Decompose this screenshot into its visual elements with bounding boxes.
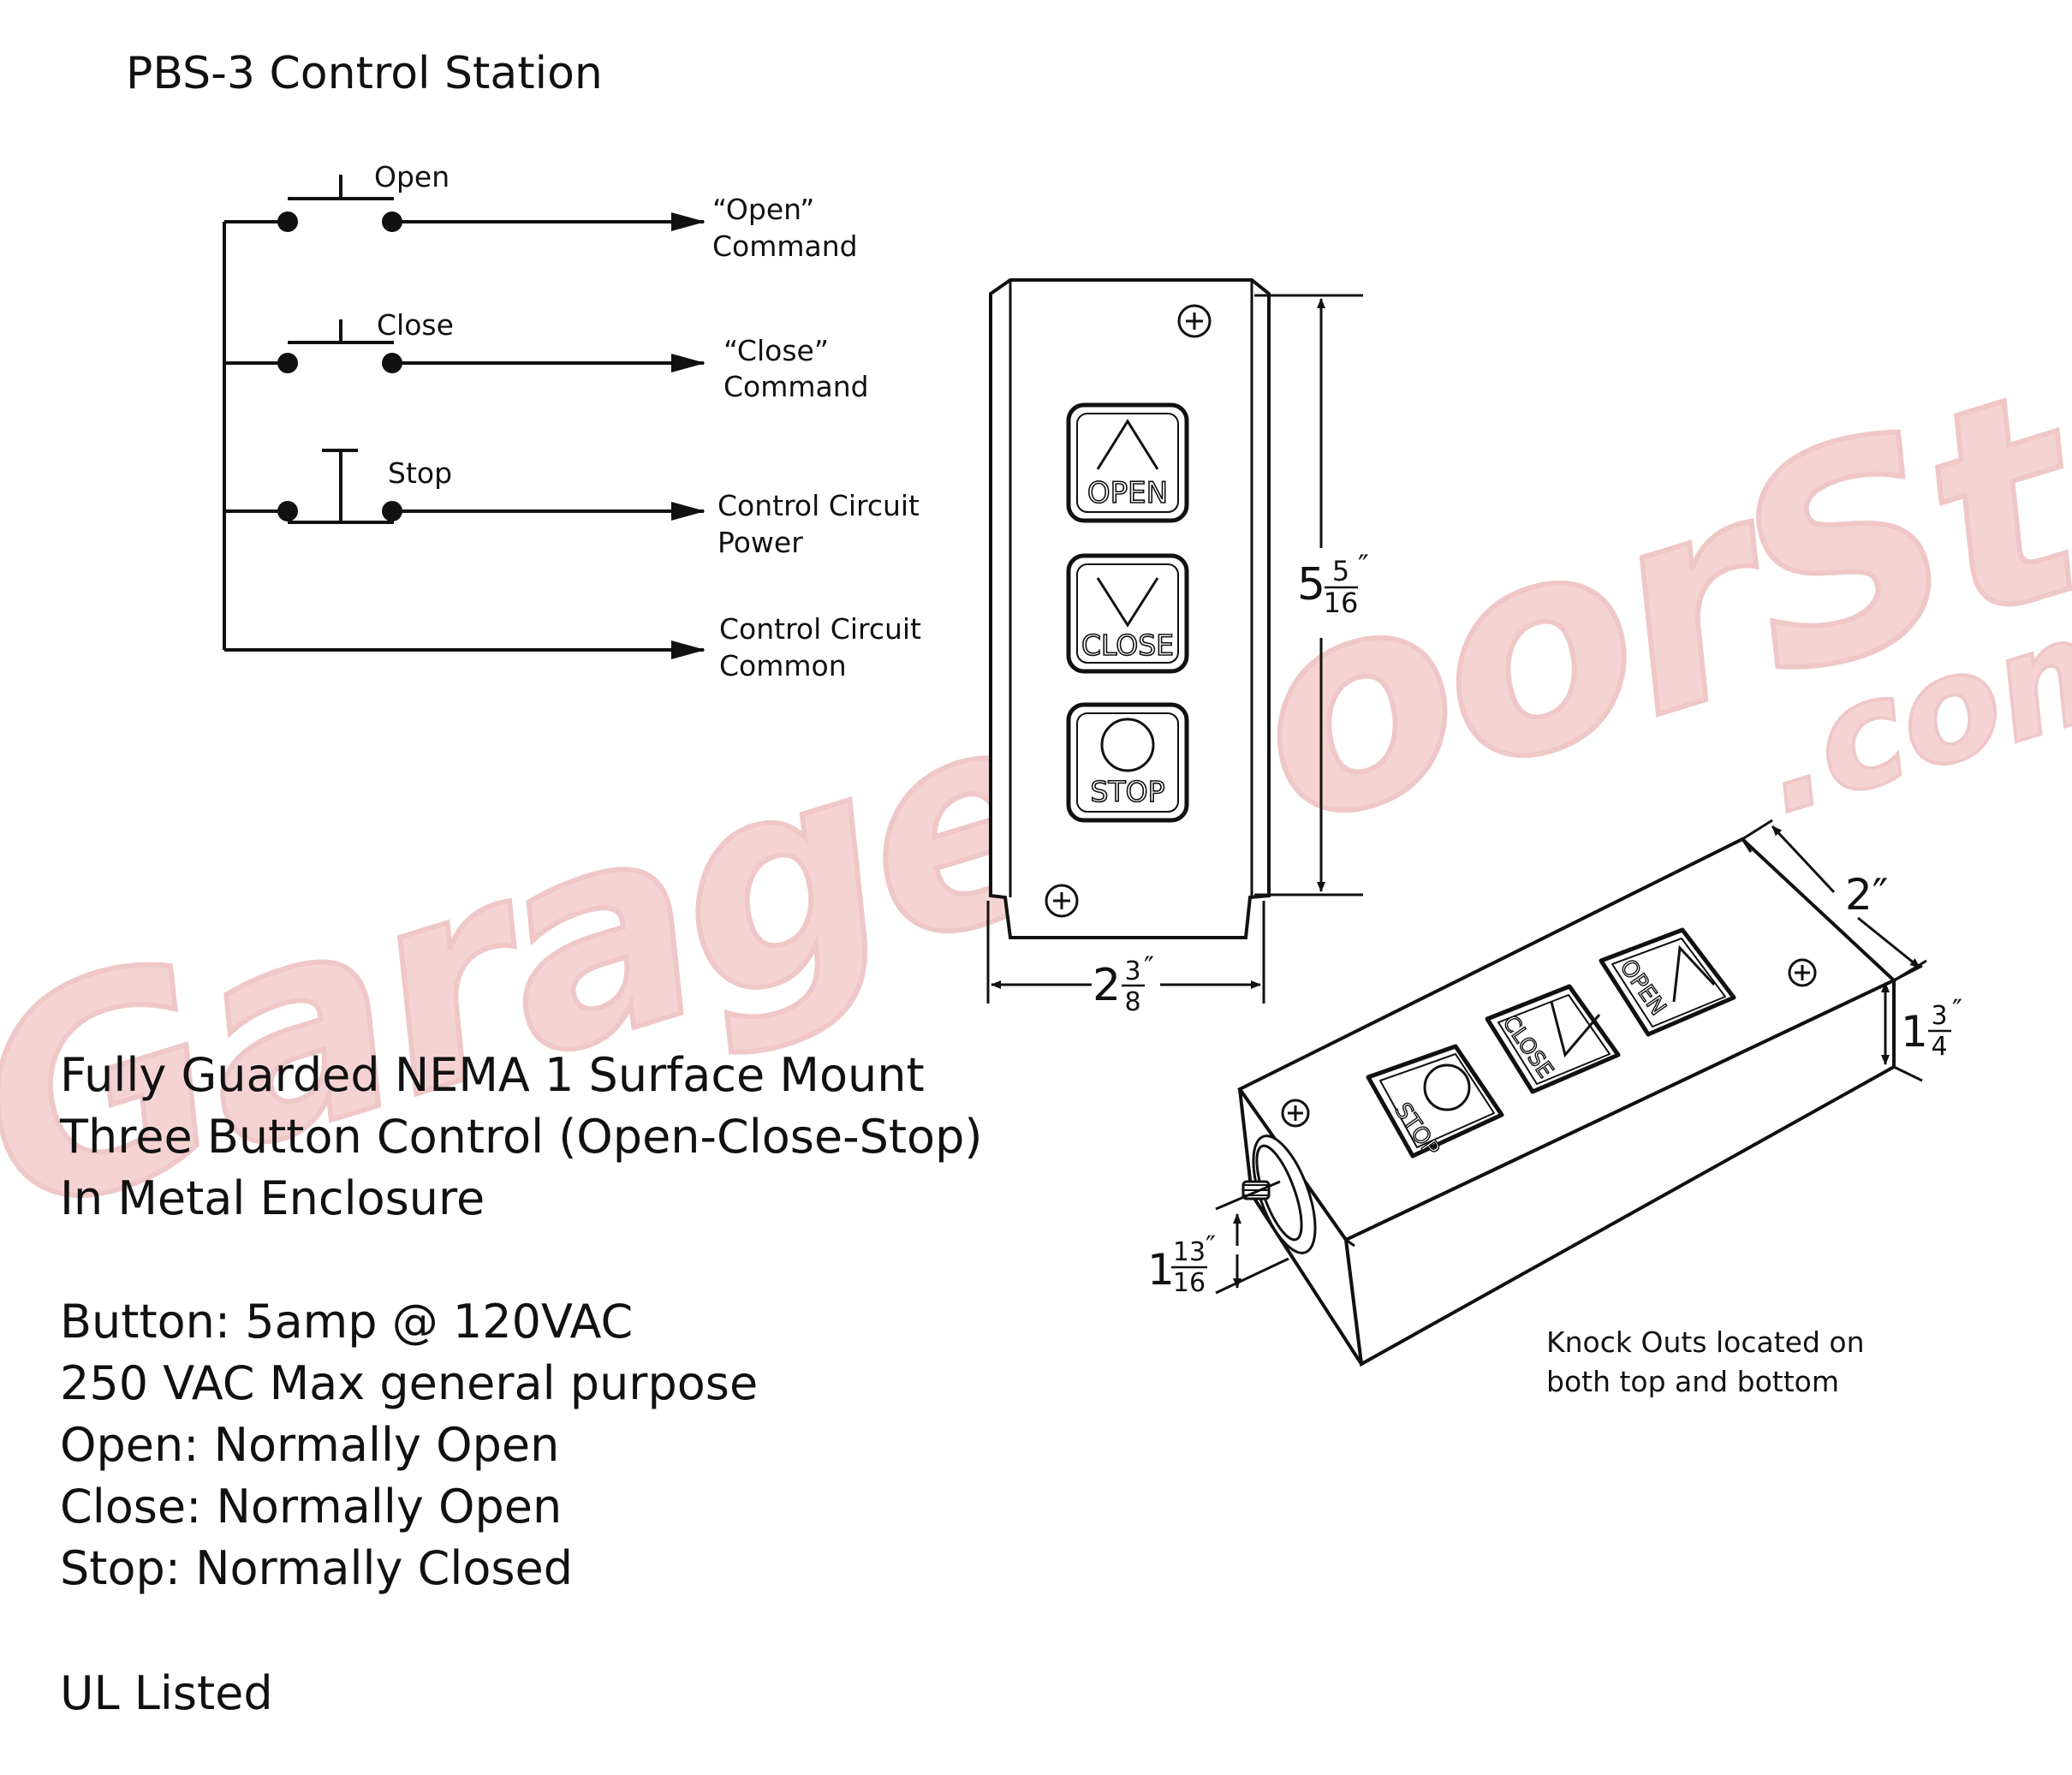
knockout-note-line2: both top and bottom: [1546, 1365, 1839, 1398]
spec-rating-line1: Button: 5amp @ 120VAC: [60, 1295, 634, 1349]
side-height-numerator: 3: [1931, 1001, 1947, 1031]
stop-switch-bar: [288, 449, 394, 524]
knockout-numerator: 13: [1173, 1237, 1206, 1267]
side-height-unit: ″: [1952, 993, 1962, 1026]
open-switch-label: Open: [374, 160, 450, 194]
front-close-button-label: CLOSE: [1081, 628, 1174, 662]
knockout-whole: 1: [1147, 1245, 1175, 1295]
height-dimension: [1254, 294, 1363, 896]
close-contact-left: [277, 353, 298, 373]
spec-rating-line2: 250 VAC Max general purpose: [60, 1356, 759, 1410]
front-screw-top: [1177, 304, 1212, 338]
height-whole: 5: [1297, 559, 1325, 611]
side-height-dimension: [1881, 964, 1923, 1082]
stop-circle-icon: [1100, 718, 1155, 772]
width-whole: 2: [1093, 960, 1121, 1011]
down-arrow-icon: [1096, 577, 1159, 628]
page-title: PBS-3 Control Station: [126, 48, 603, 99]
iso-edge-detail: [1345, 838, 1753, 1248]
front-view: OPEN CLOSE STOP 5 5 16 ″: [986, 278, 1369, 1017]
knockout-dimension: [1215, 1180, 1289, 1295]
spec-desc-line3: In Metal Enclosure: [60, 1171, 485, 1225]
stop-output-line1: Control Circuit: [717, 489, 920, 522]
side-height-dimension-label: 1 3 4 ″: [1901, 993, 1962, 1062]
height-unit: ″: [1358, 549, 1369, 583]
iso-screw-right: [1788, 958, 1817, 987]
width-dimension-label: 2 3 8 ″: [1093, 950, 1154, 1017]
spec-open-contact: Open: Normally Open: [60, 1418, 560, 1472]
iso-down-arrow-icon: [1550, 1001, 1601, 1058]
height-dimension-label: 5 5 16 ″: [1297, 549, 1369, 619]
common-output-line1: Control Circuit: [719, 612, 921, 646]
knockout-note: Knock Outs located on both top and botto…: [1546, 1323, 1865, 1402]
front-screw-bottom: [1045, 884, 1079, 918]
spec-description: Fully Guarded NEMA 1 Surface Mount Three…: [60, 1045, 982, 1230]
iso-screw-left: [1281, 1099, 1310, 1128]
knockout-denominator: 16: [1173, 1268, 1206, 1298]
height-numerator: 5: [1332, 555, 1349, 587]
spec-stop-contact: Stop: Normally Closed: [60, 1541, 574, 1595]
close-output-line1: “Close”: [723, 334, 829, 367]
front-open-button-label: OPEN: [1087, 476, 1168, 510]
front-open-button: OPEN: [1066, 402, 1189, 523]
open-contact-right: [382, 211, 402, 232]
stop-switch-label: Stop: [388, 456, 452, 490]
iso-stop-circle-icon: [1423, 1063, 1471, 1111]
spec-desc-line2: Three Button Control (Open-Close-Stop): [60, 1110, 983, 1164]
close-switch-bar: [288, 319, 394, 344]
side-height-denominator: 4: [1931, 1032, 1947, 1062]
spec-close-contact: Close: Normally Open: [60, 1480, 563, 1534]
iso-stop-button: STOP: [1366, 1044, 1504, 1162]
switch-contacts: [277, 211, 402, 521]
knockout-detail: [1241, 1135, 1317, 1254]
knockout-unit: ″: [1206, 1230, 1216, 1262]
stop-contact-right: [382, 501, 402, 521]
close-switch-label: Close: [377, 308, 454, 342]
front-enclosure-edge: [1009, 280, 1253, 897]
schematic: [223, 175, 706, 659]
isometric-view: STOP CLOSE OPEN 2″ 1: [1147, 819, 1962, 1367]
side-height-whole: 1: [1901, 1007, 1928, 1057]
width-dimension: [986, 901, 1265, 1004]
spec-ratings: Button: 5amp @ 120VAC 250 VAC Max genera…: [60, 1291, 758, 1599]
width-numerator: 3: [1124, 956, 1140, 986]
knockout-dimension-label: 1 13 16 ″: [1147, 1230, 1216, 1298]
front-close-button: CLOSE: [1066, 553, 1189, 674]
open-output-line2: Command: [712, 229, 858, 263]
front-stop-button-label: STOP: [1091, 775, 1165, 808]
close-output-line2: Command: [723, 370, 869, 403]
open-output-line1: “Open”: [712, 193, 814, 226]
height-denominator: 16: [1324, 587, 1359, 619]
open-switch-bar: [288, 175, 394, 200]
close-contact-right: [382, 353, 402, 373]
width-unit: ″: [1144, 950, 1154, 983]
up-arrow-icon: [1096, 419, 1159, 470]
width-denominator: 8: [1124, 987, 1140, 1017]
depth-dimension-label: 2″: [1845, 870, 1889, 920]
stop-contact-left: [277, 501, 298, 521]
common-output-line2: Common: [719, 649, 847, 682]
stop-output-line2: Power: [717, 526, 803, 559]
front-stop-button: STOP: [1066, 702, 1189, 823]
open-contact-left: [277, 211, 298, 232]
iso-up-arrow-icon: [1672, 944, 1716, 1003]
spec-desc-line1: Fully Guarded NEMA 1 Surface Mount: [60, 1048, 925, 1102]
knockout-note-line1: Knock Outs located on: [1546, 1325, 1865, 1359]
spec-ul-listed: UL Listed: [60, 1666, 273, 1720]
schematic-labels: Open “Open” Command Close “Close” Comman…: [374, 160, 921, 682]
